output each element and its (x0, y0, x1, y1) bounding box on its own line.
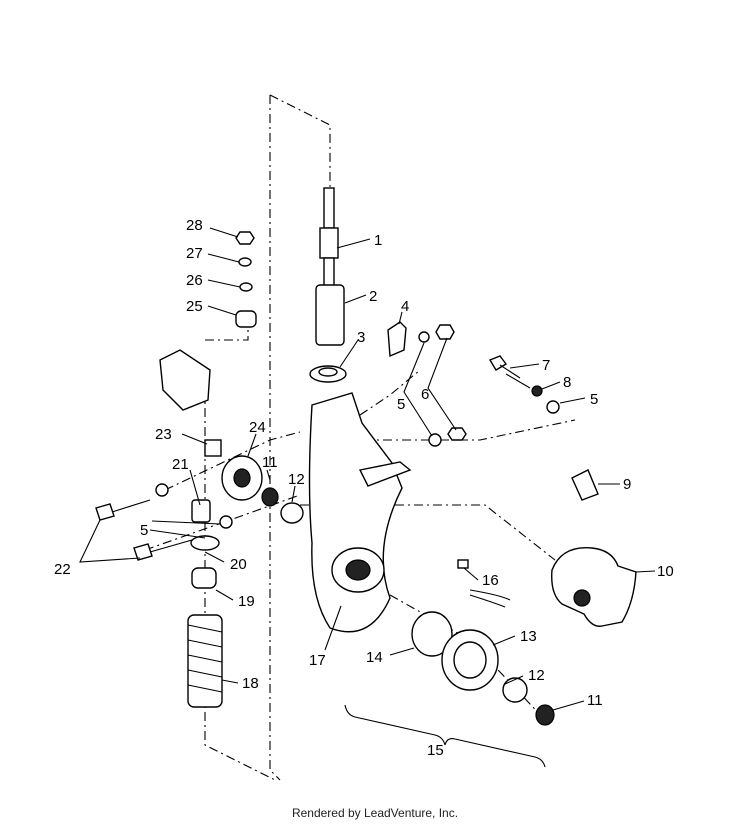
nut (235, 231, 255, 245)
callout-7: 7 (542, 357, 550, 374)
callout-26: 26 (186, 272, 203, 289)
washer (238, 257, 252, 267)
bolt (488, 355, 521, 379)
callout-16: 16 (482, 572, 499, 589)
stud (204, 439, 222, 457)
washer (219, 515, 233, 529)
bolt (95, 499, 151, 521)
strut-rod (319, 187, 339, 294)
leader-lines (79, 227, 656, 711)
callout-2: 2 (369, 288, 377, 305)
washer (155, 483, 169, 497)
bearing (221, 455, 263, 501)
callout-labels: 1 2 3 4 5 6 7 8 5 9 10 24 23 11 12 21 5 … (54, 217, 674, 759)
strut-seal (309, 365, 347, 383)
callout-3: 3 (357, 329, 365, 346)
nut (435, 324, 455, 340)
bearing-race (502, 677, 528, 703)
strut-sleeve (315, 284, 345, 346)
callout-5-right: 5 (590, 391, 598, 408)
callout-9: 9 (623, 476, 631, 493)
callout-4: 4 (401, 298, 409, 315)
steering-knuckle (308, 392, 412, 633)
callout-20: 20 (230, 556, 247, 573)
wedge (571, 469, 599, 501)
callout-23: 23 (155, 426, 172, 443)
callout-12-upper: 12 (288, 471, 305, 488)
spacer (191, 499, 211, 523)
brake-caliper (551, 546, 637, 627)
callout-1: 1 (374, 232, 382, 249)
callout-17: 17 (309, 652, 326, 669)
callout-24: 24 (249, 419, 266, 436)
callout-12-lower: 12 (528, 667, 545, 684)
callout-25: 25 (186, 298, 203, 315)
nut (447, 427, 467, 441)
lock-washer (531, 385, 543, 397)
bolt (133, 539, 193, 561)
washer (190, 535, 220, 551)
callout-19: 19 (238, 593, 255, 610)
bearing-cone (535, 704, 555, 726)
footer-credit: Rendered by LeadVenture, Inc. (291, 806, 459, 820)
washer (418, 331, 430, 343)
hub-bearing (441, 629, 499, 691)
sensor (457, 559, 511, 608)
callout-22: 22 (54, 561, 71, 578)
assembly-brace (344, 704, 546, 768)
callout-5-left: 5 (397, 396, 405, 413)
callout-6: 6 (421, 386, 429, 403)
dust-seal (411, 611, 453, 657)
bushing (235, 310, 257, 328)
washer (239, 282, 253, 292)
callout-11-upper: 11 (262, 454, 278, 471)
shock-mount (159, 349, 211, 411)
callout-14: 14 (366, 649, 383, 666)
callout-5-lower: 5 (140, 522, 148, 539)
callout-10: 10 (657, 563, 674, 580)
callout-28: 28 (186, 217, 203, 234)
bearing-race (280, 502, 304, 524)
bearing-cone (261, 487, 279, 507)
callout-27: 27 (186, 245, 203, 262)
callout-15: 15 (427, 742, 444, 759)
washer (428, 433, 442, 447)
callout-18: 18 (242, 675, 259, 692)
spring-seat (191, 567, 217, 589)
callout-8: 8 (563, 374, 571, 391)
callout-13: 13 (520, 628, 537, 645)
washer (546, 400, 560, 414)
callout-11-lower: 11 (587, 692, 603, 709)
bracket (387, 321, 407, 358)
callout-21: 21 (172, 456, 189, 473)
coil-spring (187, 614, 223, 708)
